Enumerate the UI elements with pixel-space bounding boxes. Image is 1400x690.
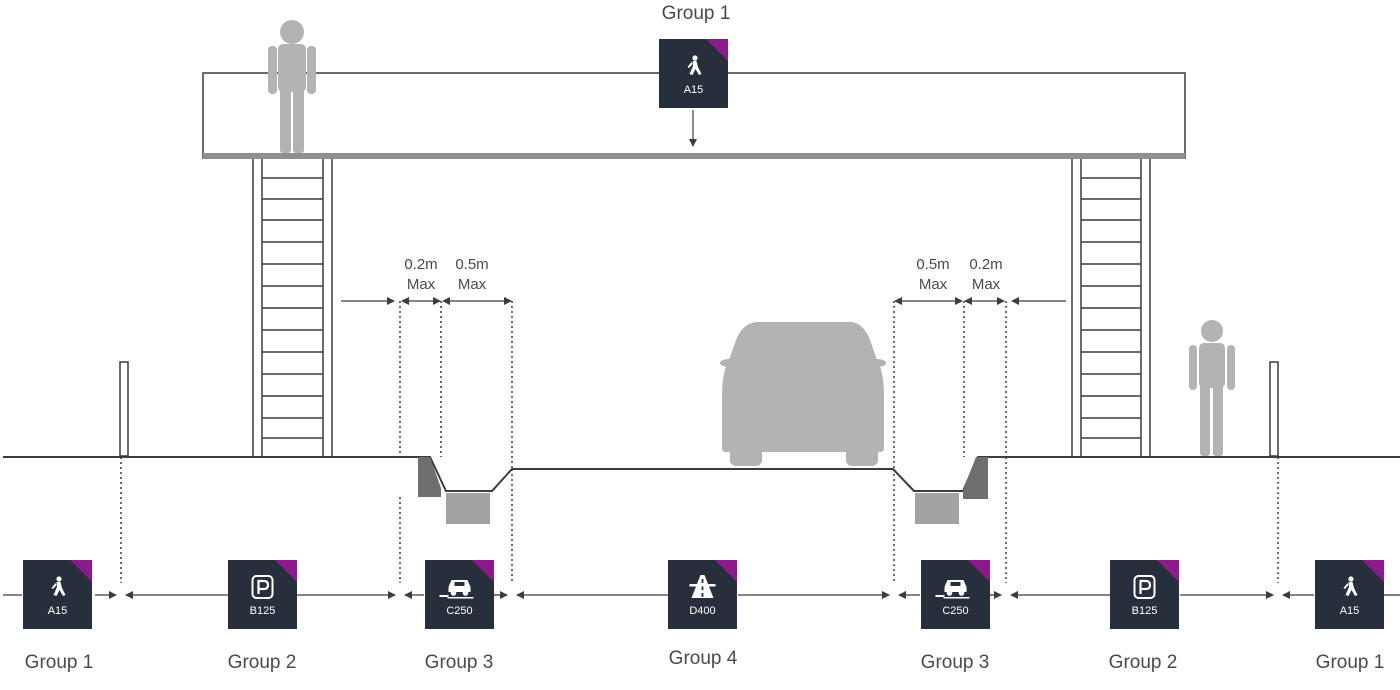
badge-corner <box>70 560 92 582</box>
badge-corner <box>1362 560 1384 582</box>
dimension-right-gutter: 0.5m Max <box>916 256 949 293</box>
parking-icon <box>1133 575 1156 599</box>
badge-corner <box>968 560 990 582</box>
svg-text:0.5m: 0.5m <box>455 256 488 273</box>
right-ladder <box>1071 159 1151 456</box>
badge-code: C250 <box>942 605 968 617</box>
badge-background <box>425 560 494 629</box>
badge-a15: A15 <box>23 560 92 629</box>
badge-a15: A15 <box>1315 560 1384 629</box>
badge-corner <box>472 560 494 582</box>
right-gutter <box>915 493 959 524</box>
bridge-badge-a15: A15 <box>659 39 728 108</box>
svg-text:Max: Max <box>972 276 1001 293</box>
highway-icon <box>689 575 716 598</box>
pedestrian-icon <box>1343 576 1358 596</box>
left-ladder <box>252 159 333 456</box>
dotted-guide-lines <box>120 301 1279 583</box>
badge-b125: B125 <box>228 560 297 629</box>
left-bollard <box>119 361 129 457</box>
bridge-group-label: Group 1 <box>662 3 731 24</box>
badge-d400: D400 <box>668 560 737 629</box>
pedestrian-silhouette-ground <box>1189 320 1235 456</box>
badge-background <box>1110 560 1179 629</box>
svg-text:Max: Max <box>458 276 487 293</box>
svg-text:0.2m: 0.2m <box>969 256 1002 273</box>
badge-code: B125 <box>1132 605 1158 617</box>
badge-background <box>921 560 990 629</box>
badge-corner <box>715 560 737 582</box>
svg-text:0.5m: 0.5m <box>916 256 949 273</box>
right-bollard <box>1269 361 1279 457</box>
group-label: Group 2 <box>1109 652 1178 673</box>
left-kerb <box>418 457 441 497</box>
badge-background <box>228 560 297 629</box>
left-gutter <box>446 493 490 524</box>
svg-text:Max: Max <box>919 276 948 293</box>
bridge-badge-code: A15 <box>684 84 704 96</box>
dimension-left-gutter: 0.5m Max <box>455 256 488 293</box>
badge-c250: C250 <box>921 560 990 629</box>
svg-text:Max: Max <box>407 276 436 293</box>
badge-code: A15 <box>1340 605 1360 617</box>
car-icon <box>439 580 474 599</box>
badge-code: A15 <box>48 605 68 617</box>
pedestrian-icon <box>687 55 702 75</box>
badge-corner <box>1157 560 1179 582</box>
badge-code: C250 <box>446 605 472 617</box>
group-label: Group 3 <box>921 652 990 673</box>
pedestrian-silhouette-bridge <box>268 20 316 153</box>
group-label: Group 1 <box>25 652 94 673</box>
group-label: Group 4 <box>669 648 738 669</box>
ground-profile <box>3 456 1400 492</box>
badge-corner <box>275 560 297 582</box>
badge-background <box>1315 560 1384 629</box>
car-silhouette <box>720 322 886 466</box>
right-kerb <box>963 457 988 499</box>
dimension-right-kerb: 0.2m Max <box>969 256 1002 293</box>
badge-background <box>23 560 92 629</box>
badge-c250: C250 <box>425 560 494 629</box>
svg-text:0.2m: 0.2m <box>404 256 437 273</box>
group-label: Group 2 <box>228 652 297 673</box>
group-label: Group 1 <box>1316 652 1385 673</box>
badge-code: D400 <box>689 605 715 617</box>
car-icon <box>935 580 970 599</box>
group-label: Group 3 <box>425 652 494 673</box>
parking-icon <box>251 575 274 599</box>
dimension-left-kerb: 0.2m Max <box>404 256 437 293</box>
badge-b125: B125 <box>1110 560 1179 629</box>
badge-code: B125 <box>250 605 276 617</box>
pedestrian-icon <box>51 576 66 596</box>
